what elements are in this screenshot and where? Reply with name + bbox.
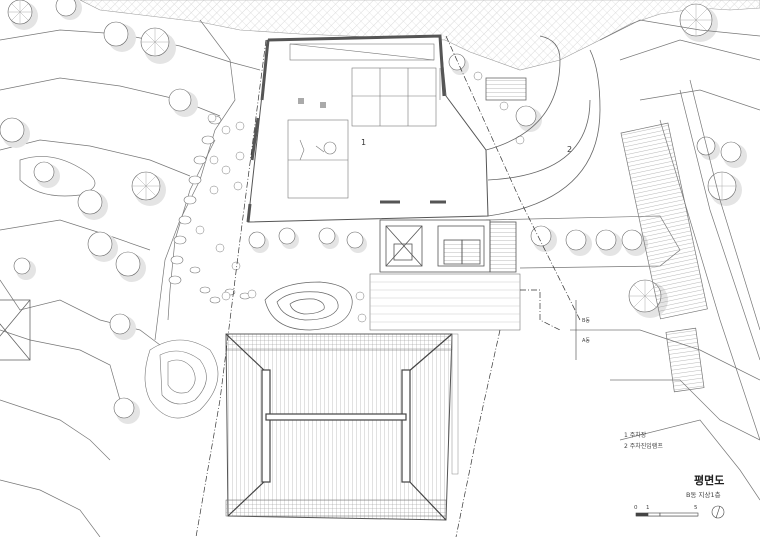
rock-stream <box>144 339 219 419</box>
legend-item-2: 2 주차진입램프 <box>624 443 663 450</box>
trees <box>0 0 747 424</box>
left-pavilion <box>0 299 31 361</box>
scale-label-0: 0 <box>634 505 638 511</box>
scale-label-1: 1 <box>646 505 650 511</box>
shrubs <box>195 71 525 323</box>
hanok-roof <box>225 333 459 521</box>
deck <box>369 273 521 331</box>
boulder-chain <box>168 115 251 304</box>
rock-pond <box>264 281 353 331</box>
north-arrow-icon <box>711 505 725 519</box>
section-label-lower: A동 <box>582 338 591 344</box>
building-b <box>246 34 489 223</box>
drawing-subtitle: B동 지상1층 <box>686 491 721 499</box>
road <box>485 19 760 501</box>
section-label-upper: B동 <box>582 318 591 324</box>
section-marker <box>570 300 600 360</box>
scale-bar <box>635 512 699 517</box>
room-number-2: 2 <box>567 145 573 154</box>
core <box>379 219 517 273</box>
scale-label-5: 5 <box>694 505 698 511</box>
section-lines <box>195 35 581 537</box>
drawing-title: 평면도 <box>694 474 725 487</box>
ramp <box>485 35 601 217</box>
legend-item-1: 1 주차장 <box>624 432 647 439</box>
room-number-1: 1 <box>361 138 367 147</box>
